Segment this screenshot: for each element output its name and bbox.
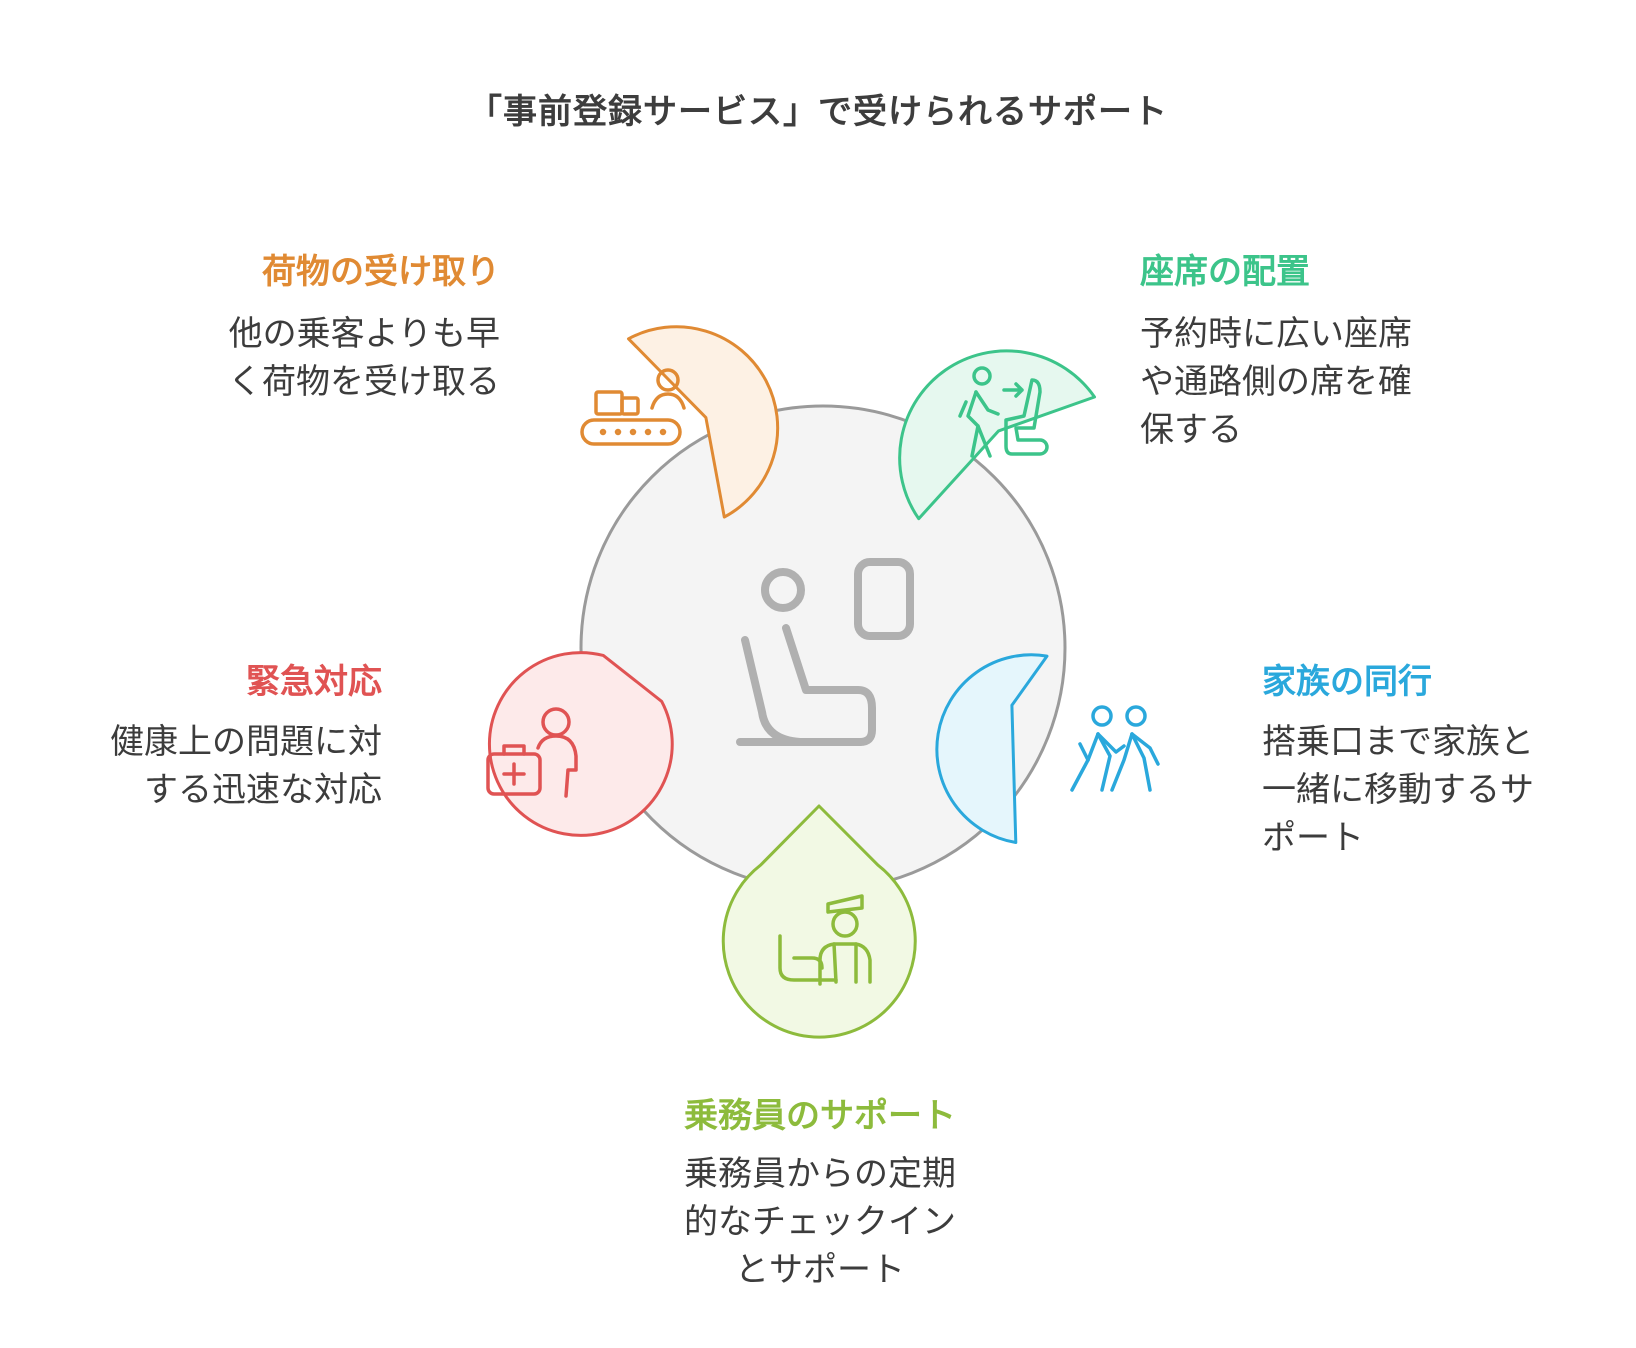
label-family: 家族の同行 xyxy=(1262,662,1432,702)
label-seat: 座席の配置 xyxy=(1140,252,1310,292)
walking-family-icon xyxy=(1070,705,1160,792)
desc-family: 搭乗口まで家族と 一緒に移動するサ ポート xyxy=(1262,722,1534,858)
label-baggage: 荷物の受け取り xyxy=(262,252,500,292)
baggage-conveyor-icon xyxy=(580,368,686,446)
seated-passenger-window-icon xyxy=(736,558,914,746)
desc-emergency: 健康上の問題に対 する迅速な対応 xyxy=(110,722,382,810)
medical-kit-person-icon xyxy=(486,707,578,798)
desc-seat: 予約時に広い座席 や通路側の席を確 保する xyxy=(1140,314,1412,450)
label-crew: 乗務員のサポート xyxy=(684,1096,956,1136)
walk-to-seat-icon xyxy=(958,366,1049,458)
drop-family xyxy=(935,653,1160,844)
drop-baggage xyxy=(580,325,780,519)
drop-crew xyxy=(721,804,917,1039)
drop-seat xyxy=(898,349,1096,521)
crew-member-icon xyxy=(778,894,872,986)
desc-crew: 乗務員からの定期 的なチェックイン とサポート xyxy=(684,1154,956,1290)
desc-baggage: 他の乗客よりも早 く荷物を受け取る xyxy=(228,314,500,402)
diagram-title: 「事前登録サービス」で受けられるサポート xyxy=(468,92,1168,132)
label-emergency: 緊急対応 xyxy=(246,662,382,702)
drop-emergency xyxy=(486,651,674,837)
